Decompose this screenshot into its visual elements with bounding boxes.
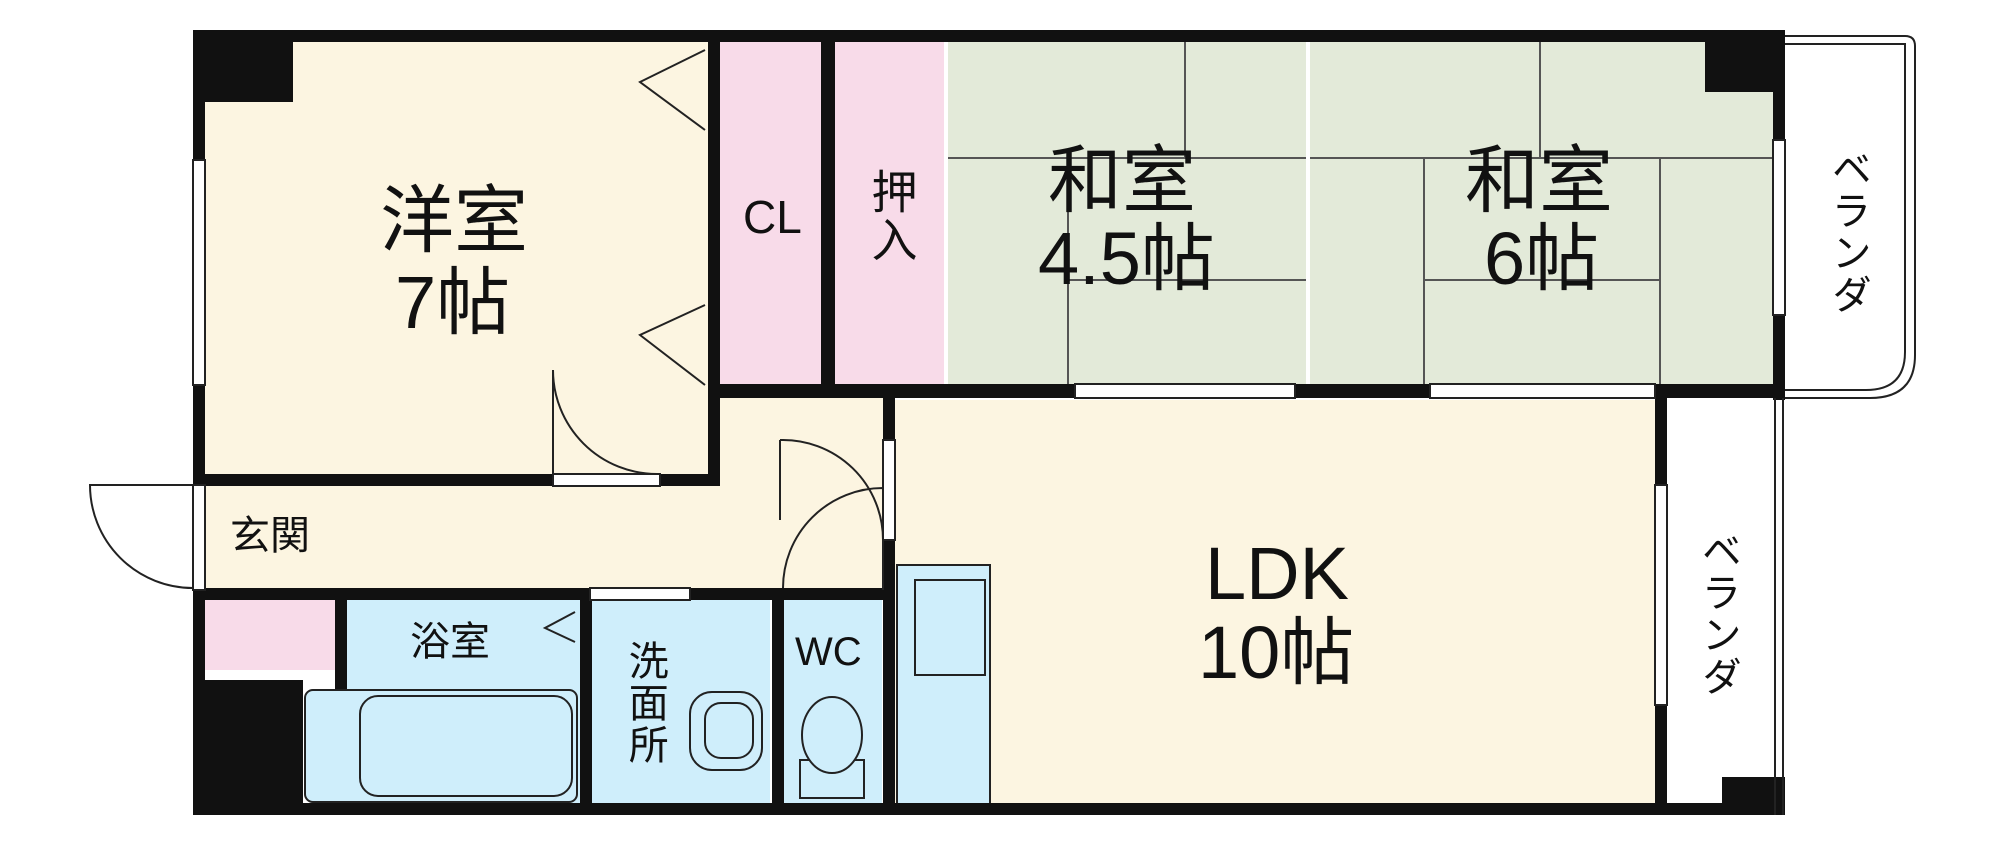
room-fills	[200, 40, 1775, 806]
closet-door-marks	[638, 49, 706, 386]
window-washitsu2	[1772, 139, 1786, 316]
hall-floor	[713, 395, 883, 595]
door-genkan-swing	[88, 484, 194, 589]
washitsu2-size: 6帖	[1484, 217, 1600, 300]
ldk-floor	[895, 400, 1657, 805]
veranda-top-outline	[1785, 35, 1916, 399]
wall-wet-area-top	[193, 588, 893, 600]
window-western	[192, 159, 206, 386]
veranda-top-inner	[1785, 43, 1906, 391]
ldk-size: 10帖	[1198, 611, 1355, 694]
oshiire-label: 押入	[865, 168, 918, 264]
bathtub	[304, 689, 578, 803]
toilet-bowl	[801, 696, 863, 774]
outer-wall-bottom	[193, 803, 1783, 815]
closet-floor	[719, 40, 821, 385]
outer-wall-top	[193, 30, 1785, 42]
fixtures	[304, 611, 865, 803]
washitsu1-name: 和室	[1048, 139, 1196, 222]
kitchen-sink	[914, 579, 986, 676]
door-genkan-slot	[192, 484, 206, 591]
bathtub-inner	[359, 695, 573, 797]
veranda	[1774, 35, 1916, 815]
wall-closet-oshiire	[821, 40, 835, 390]
door-washroom	[589, 587, 691, 601]
oshiire-floor	[834, 40, 944, 385]
washroom-label: 洗面所	[622, 640, 667, 766]
wall-wash-wc	[772, 588, 784, 813]
western-room-name: 洋室	[380, 179, 528, 262]
bath-faucet-mark	[542, 611, 576, 643]
door-western-swing	[552, 369, 658, 475]
closet-label: CL	[743, 191, 802, 243]
wash-basin-inner	[704, 702, 754, 759]
corner-block-tl	[193, 30, 293, 102]
wall-bath-wash	[580, 588, 592, 813]
genkan-label: 玄関	[230, 514, 310, 558]
opening-washitsu1	[1074, 383, 1296, 399]
washitsu2-name: 和室	[1465, 139, 1613, 222]
door-hall-swing	[779, 438, 884, 541]
doors	[88, 49, 884, 590]
washitsu1-floor	[948, 40, 1306, 385]
veranda-side-label: ベランダ	[1695, 530, 1740, 698]
wall-western-right	[708, 40, 720, 480]
western-room-floor	[200, 40, 713, 480]
washitsu1-size: 4.5帖	[1038, 217, 1215, 300]
washitsu2-floor	[1310, 40, 1775, 385]
ldk-name: LDK	[1205, 532, 1349, 615]
shoe-box-floor	[205, 598, 335, 670]
western-room-size: 7帖	[395, 261, 511, 344]
door-hall-ldk	[882, 439, 896, 541]
window-ldk	[1654, 484, 1668, 706]
corner-block-bl	[193, 680, 303, 815]
windows	[192, 139, 1786, 706]
wc-label: WC	[795, 630, 862, 674]
tatami-lines	[948, 40, 1775, 385]
door-hall-top	[552, 473, 661, 487]
opening-washitsu2	[1429, 383, 1656, 399]
veranda-top-label: ベランダ	[1825, 148, 1870, 316]
walls	[193, 30, 1785, 815]
corner-block-tr	[1705, 30, 1785, 92]
bath-label: 浴室	[410, 620, 490, 664]
